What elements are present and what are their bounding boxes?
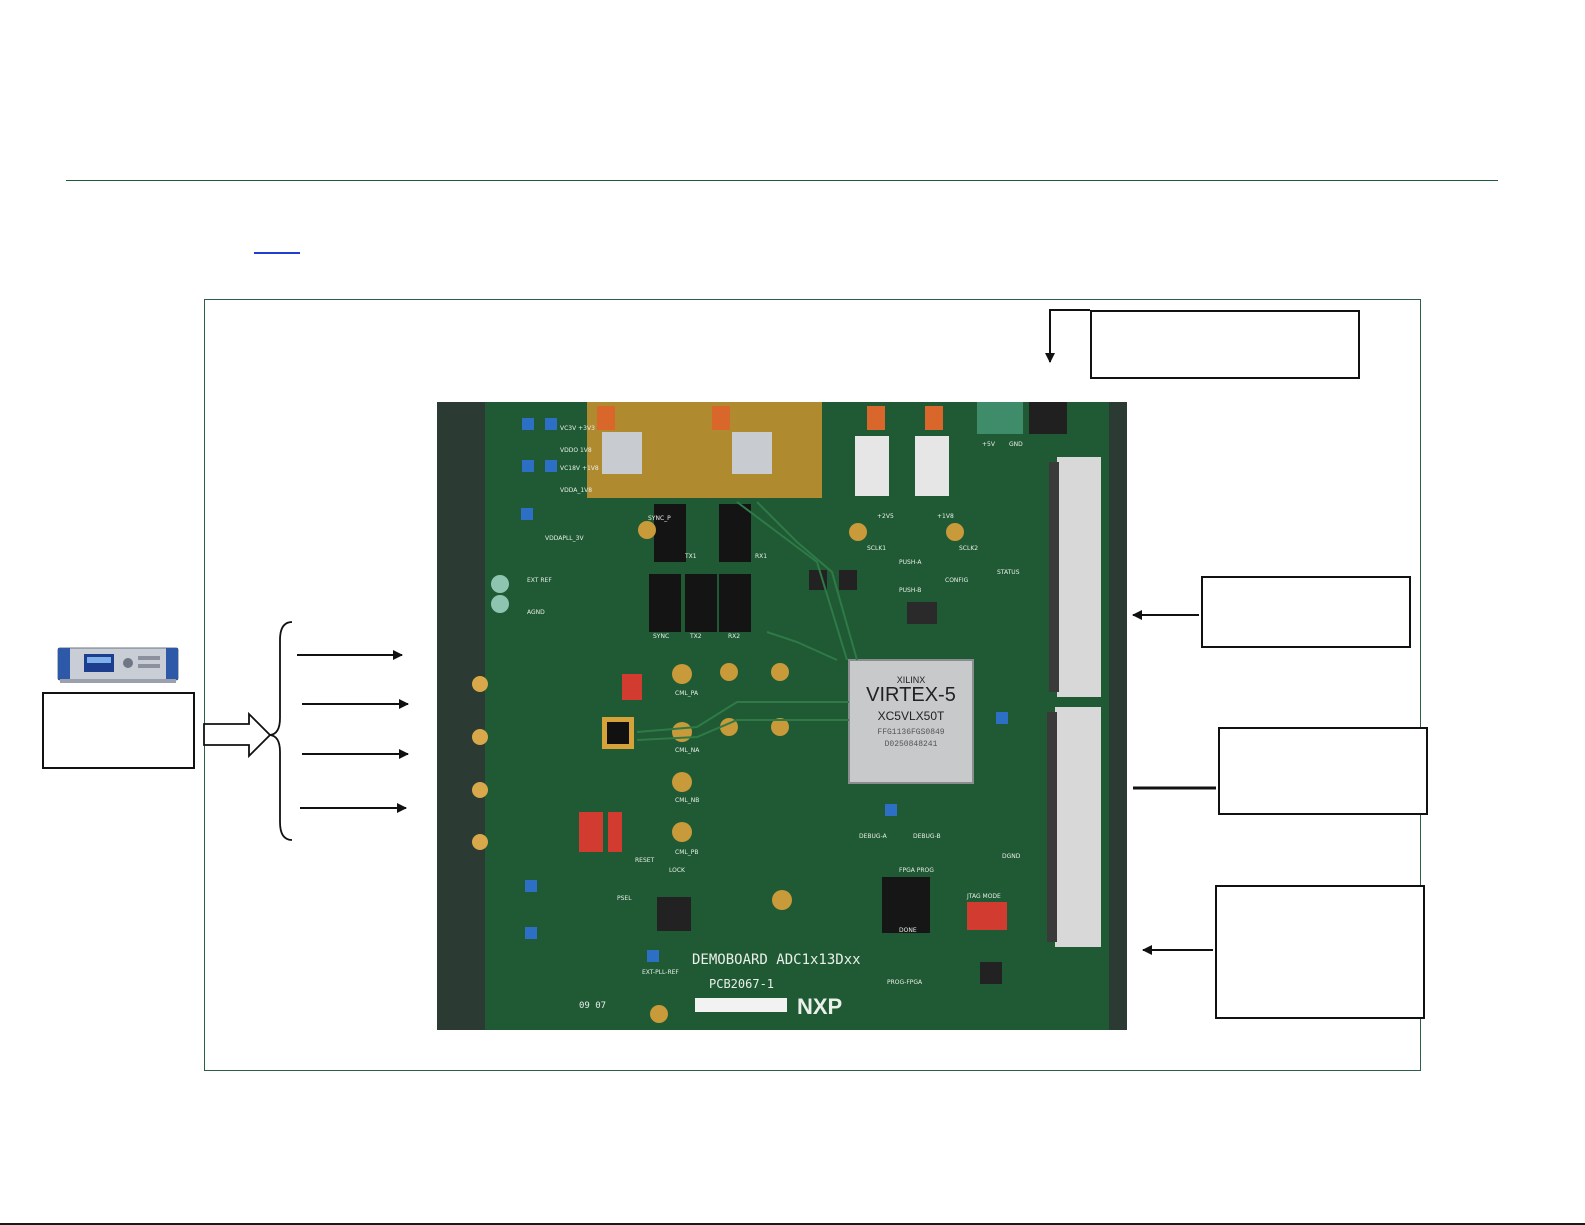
- silk-sync: SYNC: [653, 633, 669, 640]
- hollow-arrow: [203, 711, 272, 759]
- silk-push-b: PUSH-B: [899, 587, 921, 594]
- silk-p5v: +5V: [982, 441, 996, 448]
- silk-ext-ref: EXT REF: [527, 577, 552, 584]
- silk-ext-pll-ref: EXT-PLL-REF: [642, 969, 679, 976]
- silk-tx2: TX2: [689, 633, 702, 640]
- silk-tx1: TX1: [684, 553, 697, 560]
- figure-link[interactable]: [254, 252, 300, 254]
- silk-vddo: VDDO 1V8: [560, 447, 592, 454]
- silk-vc3v: VC3V +3V3: [560, 425, 595, 432]
- input-brace: [269, 621, 293, 841]
- silk-p1v8: +1V8: [937, 513, 954, 520]
- silk-gnd: GND: [1009, 441, 1023, 448]
- header-rule: [66, 180, 1498, 181]
- silk-vdda: VDDA_1V8: [560, 487, 592, 494]
- footer-rule: [0, 1223, 1585, 1225]
- silk-sclk1: SCLK1: [867, 545, 886, 552]
- board-date-code: 09 07: [579, 1001, 606, 1011]
- callout-right-upper: [1201, 576, 1411, 648]
- callout-right-lower: [1215, 885, 1425, 1019]
- board-title: DEMOBOARD ADC1x13Dxx: [692, 952, 861, 968]
- silk-cml-nb: CML_NB: [675, 797, 699, 804]
- board-vendor-logo: NXP: [797, 994, 842, 1019]
- silk-cml-pb: CML_PB: [675, 849, 698, 856]
- callout-right-middle: [1218, 727, 1428, 815]
- fpga-package-label: FFG1136FGS0849: [877, 728, 944, 737]
- signal-generator-icon: [57, 647, 179, 683]
- silk-prog-fpga: PROG-FPGA: [887, 979, 923, 986]
- silk-reset: RESET: [635, 857, 655, 864]
- fpga-part-label: XC5VLX50T: [878, 709, 945, 723]
- silk-done: DONE: [899, 927, 917, 934]
- silk-cml-pa: CML_PA: [675, 690, 699, 697]
- silk-sclk2: SCLK2: [959, 545, 978, 552]
- silk-agnd: AGND: [527, 609, 545, 616]
- fpga-brand-label: XILINX: [897, 675, 926, 685]
- fpga-lot-label: D0250848241: [885, 740, 938, 749]
- silk-debug-a: DEBUG-A: [859, 833, 888, 840]
- silk-sync-p: SYNC_P: [648, 515, 671, 522]
- board-pcb-ref: PCB2067-1: [709, 977, 774, 991]
- demoboard-photo: VIRTEX-5 XC5VLX50T XILINX FFG1136FGS0849…: [437, 402, 1127, 1030]
- silk-config: CONFIG: [945, 577, 969, 584]
- silk-cml-na: CML_NA: [675, 747, 700, 754]
- silk-dgnd: DGND: [1002, 853, 1021, 860]
- silk-p2v5: +2V5: [877, 513, 894, 520]
- silk-jtag-mode: JTAG MODE: [966, 893, 1001, 900]
- callout-top: [1090, 310, 1360, 379]
- silk-fpga-prog: FPGA PROG: [899, 867, 934, 874]
- arrow-top-bent: [1045, 309, 1090, 363]
- silk-vddapll: VDDAPLL_3V: [545, 535, 584, 542]
- silk-psel: PSEL: [617, 895, 632, 902]
- silk-debug-b: DEBUG-B: [913, 833, 941, 840]
- silk-lock: LOCK: [669, 867, 686, 874]
- silk-push-a: PUSH-A: [899, 559, 922, 566]
- silk-rx1: RX1: [755, 553, 767, 560]
- figure-frame: [204, 299, 1421, 1071]
- silk-vc18v: VC18V +1V8: [560, 465, 599, 472]
- fpga-family-label: VIRTEX-5: [866, 684, 956, 706]
- callout-generator: [42, 692, 195, 769]
- silk-status: STATUS: [997, 569, 1020, 576]
- silk-rx2: RX2: [728, 633, 740, 640]
